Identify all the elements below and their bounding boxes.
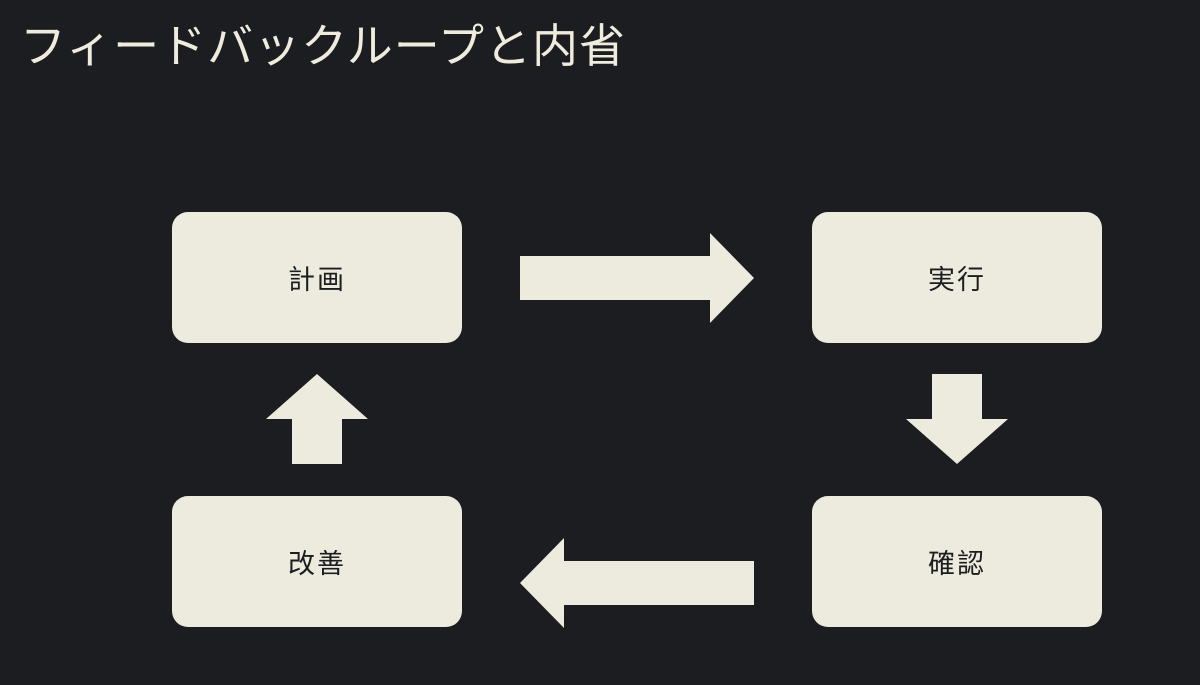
step-box-plan: 計画 — [172, 212, 462, 343]
arrow-left-icon — [520, 538, 754, 628]
step-label-plan: 計画 — [288, 265, 346, 296]
arrow-right-icon — [520, 233, 754, 323]
step-label-improve: 改善 — [288, 549, 346, 580]
step-box-execute: 実行 — [812, 212, 1102, 343]
step-box-check: 確認 — [812, 496, 1102, 627]
step-box-improve: 改善 — [172, 496, 462, 627]
step-label-execute: 実行 — [928, 265, 986, 296]
arrow-down-icon — [906, 374, 1008, 464]
step-label-check: 確認 — [928, 549, 986, 580]
slide-title: フィードバックループと内省 — [20, 19, 626, 73]
arrow-up-icon — [266, 374, 368, 464]
